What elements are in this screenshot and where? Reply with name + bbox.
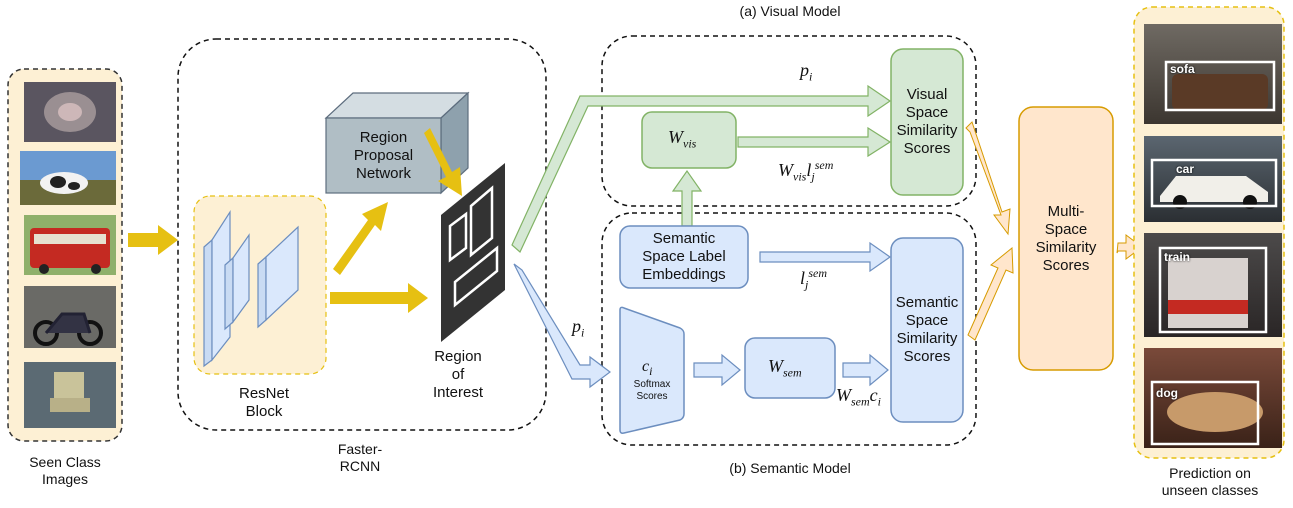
arrow-embed-to-wvis bbox=[671, 169, 703, 227]
seen-image-cow bbox=[20, 151, 116, 205]
prediction-image-dog bbox=[1144, 348, 1282, 448]
rpn-box bbox=[324, 91, 470, 195]
seen-image-chair bbox=[24, 362, 116, 428]
semantic-model-title: (b) Semantic Model bbox=[729, 460, 851, 476]
softmax-c-label: ci bbox=[642, 358, 653, 379]
softmax-box bbox=[619, 306, 685, 434]
label-embeddings-label: Semantic Space Label Embeddings bbox=[642, 230, 726, 283]
w-sem-label: Wsem bbox=[768, 356, 802, 380]
semantic-scores-label: Semantic Space Similarity Scores bbox=[895, 294, 959, 365]
resnet-layers bbox=[203, 209, 299, 368]
roi-shape bbox=[441, 163, 505, 342]
visual-scores-box bbox=[890, 48, 964, 196]
label-embeddings-box bbox=[619, 225, 749, 289]
multi-scores-box bbox=[1018, 106, 1114, 371]
visual-model-panel bbox=[601, 35, 977, 207]
prediction-tag-car: car bbox=[1176, 162, 1195, 176]
p-top-label: pi bbox=[800, 60, 813, 84]
arrow-wsem-to-semantic bbox=[842, 353, 889, 387]
prediction-label: Prediction on unseen classes bbox=[1161, 465, 1259, 498]
prediction-image-car bbox=[1144, 136, 1282, 222]
roi-label: Region of Interest bbox=[432, 348, 484, 401]
arrow-wvis-to-visual bbox=[737, 126, 892, 158]
w-vis-label: Wvis bbox=[668, 127, 697, 151]
faster-rcnn-panel bbox=[177, 38, 547, 431]
arrow-resnet-to-rpn bbox=[333, 202, 388, 275]
rpn-label: Region Proposal Network bbox=[353, 128, 414, 182]
arrow-softmax-to-wsem bbox=[693, 353, 741, 387]
seen-image-bus bbox=[24, 215, 116, 275]
semantic-scores-box bbox=[890, 237, 964, 423]
prediction-image-train bbox=[1144, 233, 1282, 337]
prediction-tag-sofa: sofa bbox=[1170, 62, 1195, 76]
seen-image-cat bbox=[24, 82, 116, 142]
arrow-roi-to-visual bbox=[511, 84, 892, 253]
visual-scores-label: Visual Space Similarity Scores bbox=[896, 86, 958, 157]
arrow-seen-to-rcnn bbox=[128, 225, 178, 255]
wvis-l-label: Wvisljsem bbox=[778, 158, 834, 184]
semantic-model-panel bbox=[601, 212, 977, 446]
p-bottom-label: pi bbox=[572, 316, 585, 340]
faster-rcnn-label: Faster- RCNN bbox=[337, 441, 383, 474]
softmax-text: Softmax Scores bbox=[633, 379, 671, 402]
arrow-rpn-to-roi bbox=[424, 128, 462, 196]
prediction-image-sofa bbox=[1144, 24, 1282, 124]
arrow-semantic-to-multi bbox=[967, 246, 1014, 341]
l-sem-label: ljsem bbox=[800, 266, 828, 292]
multi-scores-label: Multi- Space Similarity Scores bbox=[1035, 202, 1097, 274]
resnet-label: ResNet Block bbox=[238, 385, 290, 420]
seen-images-label: Seen Class Images bbox=[29, 454, 101, 487]
prediction-tag-dog: dog bbox=[1156, 386, 1178, 400]
prediction-tag-train: train bbox=[1164, 250, 1191, 264]
visual-model-title: (a) Visual Model bbox=[739, 3, 841, 19]
w-sem-box bbox=[744, 337, 836, 399]
wsem-c-label: Wsemci bbox=[836, 385, 882, 409]
arrow-roi-to-softmax bbox=[513, 263, 611, 389]
w-vis-box bbox=[641, 111, 737, 169]
arrow-visual-to-multi bbox=[965, 121, 1011, 236]
arrow-embed-to-semantic bbox=[759, 241, 892, 273]
arrow-resnet-to-roi bbox=[330, 283, 428, 313]
seen-image-motorbike bbox=[24, 286, 116, 348]
